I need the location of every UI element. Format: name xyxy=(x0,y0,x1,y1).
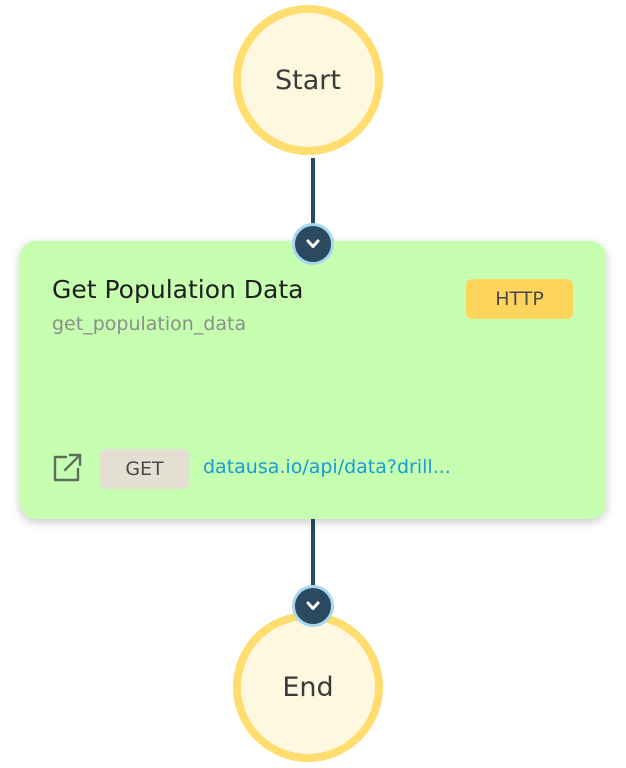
request-url-link[interactable]: datausa.io/api/data?drill... xyxy=(203,456,451,478)
task-title: Get Population Data xyxy=(52,275,304,304)
chevron-down-icon[interactable] xyxy=(292,585,334,627)
end-node-label: End xyxy=(282,671,334,703)
task-reference-name: get_population_data xyxy=(52,313,247,335)
chevron-down-icon[interactable] xyxy=(292,223,334,265)
start-node[interactable]: Start xyxy=(233,5,383,155)
task-card-get-population-data[interactable]: Get Population Data get_population_data … xyxy=(20,241,606,519)
task-type-badge: HTTP xyxy=(466,279,573,319)
end-node[interactable]: End xyxy=(233,612,383,762)
external-link-icon[interactable] xyxy=(50,451,84,485)
start-node-label: Start xyxy=(275,64,341,96)
connector-task-to-end xyxy=(311,518,315,606)
http-method-badge: GET xyxy=(100,449,189,489)
connector-start-to-task xyxy=(311,158,315,244)
